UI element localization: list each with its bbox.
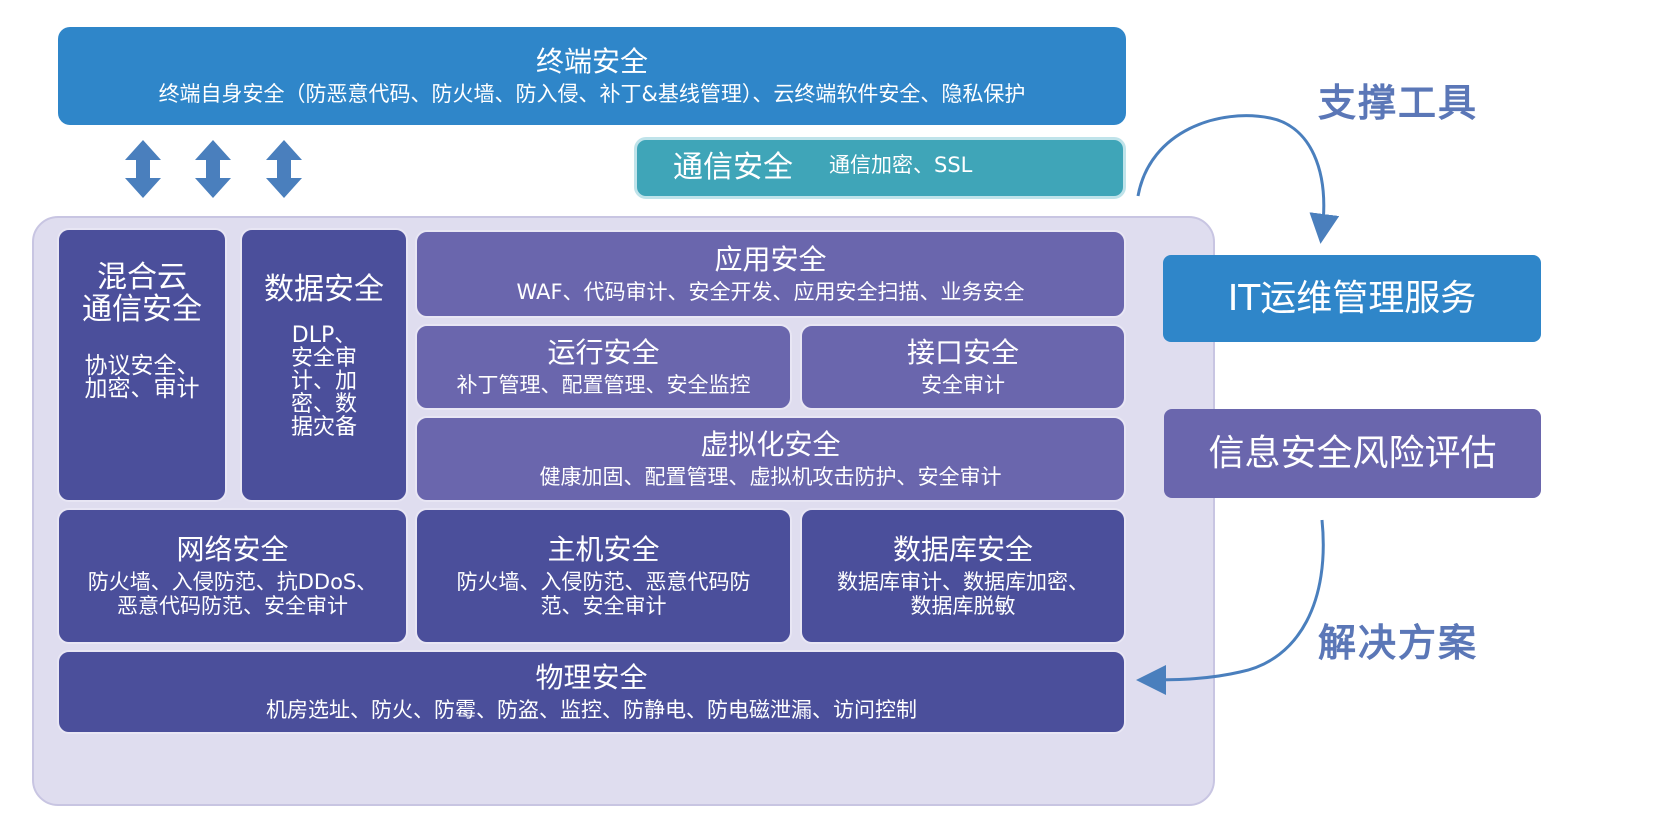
host-security-desc-2: 范、安全审计 xyxy=(540,594,667,619)
virt-security-box: 虚拟化安全 健康加固、配置管理、虚拟机攻击防护、安全审计 xyxy=(415,416,1126,502)
database-security-title: 数据库安全 xyxy=(892,532,1033,566)
double-arrow-icon xyxy=(125,140,161,198)
app-security-box: 应用安全 WAF、代码审计、安全开发、应用安全扫描、业务安全 xyxy=(415,230,1126,318)
hybrid-cloud-box: 混合云 通信安全 协议安全、 加密、审计 xyxy=(57,228,227,502)
comm-security-box: 通信安全 通信加密、SSL xyxy=(634,137,1126,199)
double-arrow-icon xyxy=(195,140,231,198)
comm-security-title: 通信安全 xyxy=(673,149,793,185)
it-ops-service-box: IT运维管理服务 xyxy=(1163,255,1541,342)
app-security-desc: WAF、代码审计、安全开发、应用安全扫描、业务安全 xyxy=(516,280,1025,305)
hybrid-cloud-desc-1: 协议安全、 xyxy=(84,353,200,379)
network-security-desc-1: 防火墙、入侵防范、抗DDoS、 xyxy=(87,569,378,594)
ops-security-title: 运行安全 xyxy=(547,335,660,369)
hybrid-cloud-desc-2: 加密、审计 xyxy=(84,376,200,402)
data-security-desc-line: 密、数 xyxy=(290,391,357,417)
host-security-box: 主机安全 防火墙、入侵防范、恶意代码防 范、安全审计 xyxy=(415,508,792,644)
terminal-security-box: 终端安全 终端自身安全（防恶意代码、防火墙、防入侵、补丁&基线管理）、云终端软件… xyxy=(58,27,1126,125)
network-security-desc-2: 恶意代码防范、安全审计 xyxy=(117,594,348,619)
support-tools-label: 支撑工具 xyxy=(1318,81,1479,125)
solution-label: 解决方案 xyxy=(1318,621,1479,665)
data-security-desc: DLP、 安全审 计、加 密、数 据灾备 xyxy=(290,322,357,440)
risk-assessment-box: 信息安全风险评估 xyxy=(1164,409,1541,498)
physical-security-box: 物理安全 机房选址、防火、防霉、防盗、监控、防静电、防电磁泄漏、访问控制 xyxy=(57,650,1126,734)
virt-security-title: 虚拟化安全 xyxy=(700,427,841,461)
physical-security-title: 物理安全 xyxy=(535,660,648,694)
curved-arrow-icon xyxy=(1136,114,1340,244)
hybrid-cloud-title-1: 混合云 xyxy=(97,260,187,295)
host-security-desc-1: 防火墙、入侵防范、恶意代码防 xyxy=(456,569,751,594)
app-security-title: 应用安全 xyxy=(714,242,827,276)
network-security-box: 网络安全 防火墙、入侵防范、抗DDoS、 恶意代码防范、安全审计 xyxy=(57,508,408,644)
physical-security-desc: 机房选址、防火、防霉、防盗、监控、防静电、防电磁泄漏、访问控制 xyxy=(266,698,917,723)
interface-security-title: 接口安全 xyxy=(906,335,1019,369)
risk-assessment-title: 信息安全风险评估 xyxy=(1208,432,1497,474)
terminal-security-title: 终端安全 xyxy=(535,44,648,78)
virt-security-desc: 健康加固、配置管理、虚拟机攻击防护、安全审计 xyxy=(539,465,1002,490)
ops-security-desc: 补丁管理、配置管理、安全监控 xyxy=(456,373,751,398)
data-security-desc-line: 据灾备 xyxy=(290,414,357,440)
data-security-desc-line: DLP、 xyxy=(291,322,357,348)
database-security-desc-1: 数据库审计、数据库加密、 xyxy=(837,569,1089,594)
interface-security-box: 接口安全 安全审计 xyxy=(800,324,1126,410)
data-security-title: 数据安全 xyxy=(264,272,384,307)
data-security-desc-line: 计、加 xyxy=(290,368,357,394)
curved-arrow-icon xyxy=(1136,519,1325,695)
hybrid-cloud-title-2: 通信安全 xyxy=(82,291,202,327)
host-security-title: 主机安全 xyxy=(547,532,660,566)
interface-security-desc: 安全审计 xyxy=(921,373,1005,398)
terminal-security-desc: 终端自身安全（防恶意代码、防火墙、防入侵、补丁&基线管理）、云终端软件安全、隐私… xyxy=(158,82,1026,107)
comm-security-desc: 通信加密、SSL xyxy=(829,152,973,177)
double-arrow-icon xyxy=(266,140,302,198)
database-security-box: 数据库安全 数据库审计、数据库加密、 数据库脱敏 xyxy=(800,508,1126,644)
it-ops-service-title: IT运维管理服务 xyxy=(1227,277,1477,319)
network-security-title: 网络安全 xyxy=(176,532,289,566)
data-security-desc-line: 安全审 xyxy=(290,345,357,371)
data-security-box: 数据安全 DLP、 安全审 计、加 密、数 据灾备 xyxy=(240,228,408,502)
database-security-desc-2: 数据库脱敏 xyxy=(910,594,1016,619)
ops-security-box: 运行安全 补丁管理、配置管理、安全监控 xyxy=(415,324,792,410)
